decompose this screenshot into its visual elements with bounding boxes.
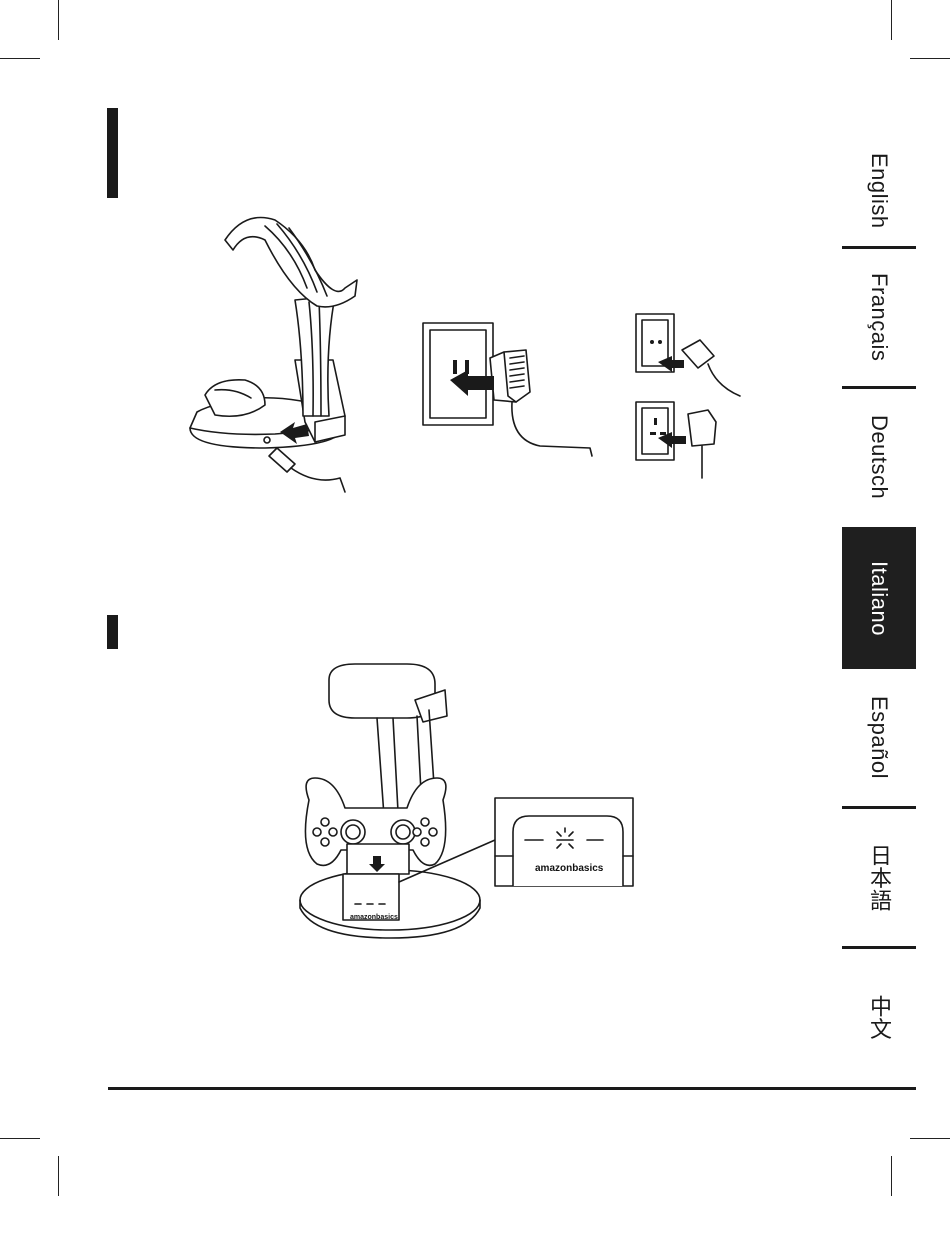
tab-chinese-label: 中文: [863, 995, 895, 1040]
tab-english-label: English: [866, 153, 892, 229]
tab-francais-label: Français: [866, 273, 892, 361]
section-marker-1: [107, 108, 118, 198]
tab-chinese[interactable]: 中文: [842, 949, 916, 1086]
crop-mark: [0, 58, 40, 59]
crop-mark: [58, 0, 59, 40]
tab-francais[interactable]: Français: [842, 249, 916, 386]
tab-english[interactable]: English: [842, 136, 916, 246]
figure-stand-power-plug: [185, 210, 355, 495]
crop-mark: [910, 58, 950, 59]
figure-controller-charging: [295, 660, 640, 945]
section-marker-2: [107, 615, 118, 649]
tab-espanol-label: Español: [866, 696, 892, 779]
crop-mark: [0, 1138, 40, 1139]
tab-japanese-label: 日本語: [863, 844, 895, 912]
inset-logo: amazonbasics: [535, 863, 603, 874]
tab-deutsch[interactable]: Deutsch: [842, 389, 916, 525]
tab-japanese[interactable]: 日本語: [842, 809, 916, 946]
page-bottom-rule: [108, 1087, 916, 1090]
crop-mark: [891, 1156, 892, 1196]
stand-logo: amazonbasics: [350, 914, 398, 921]
tab-italiano-label: Italiano: [866, 561, 892, 636]
tab-espanol[interactable]: Español: [842, 669, 916, 806]
crop-mark: [910, 1138, 950, 1139]
figure-wall-adapters-eu-uk: [630, 310, 745, 480]
figure-wall-adapter-us: [420, 320, 600, 470]
crop-mark: [58, 1156, 59, 1196]
crop-mark: [891, 0, 892, 40]
tab-deutsch-label: Deutsch: [866, 415, 892, 499]
tab-italiano[interactable]: Italiano: [842, 527, 916, 669]
